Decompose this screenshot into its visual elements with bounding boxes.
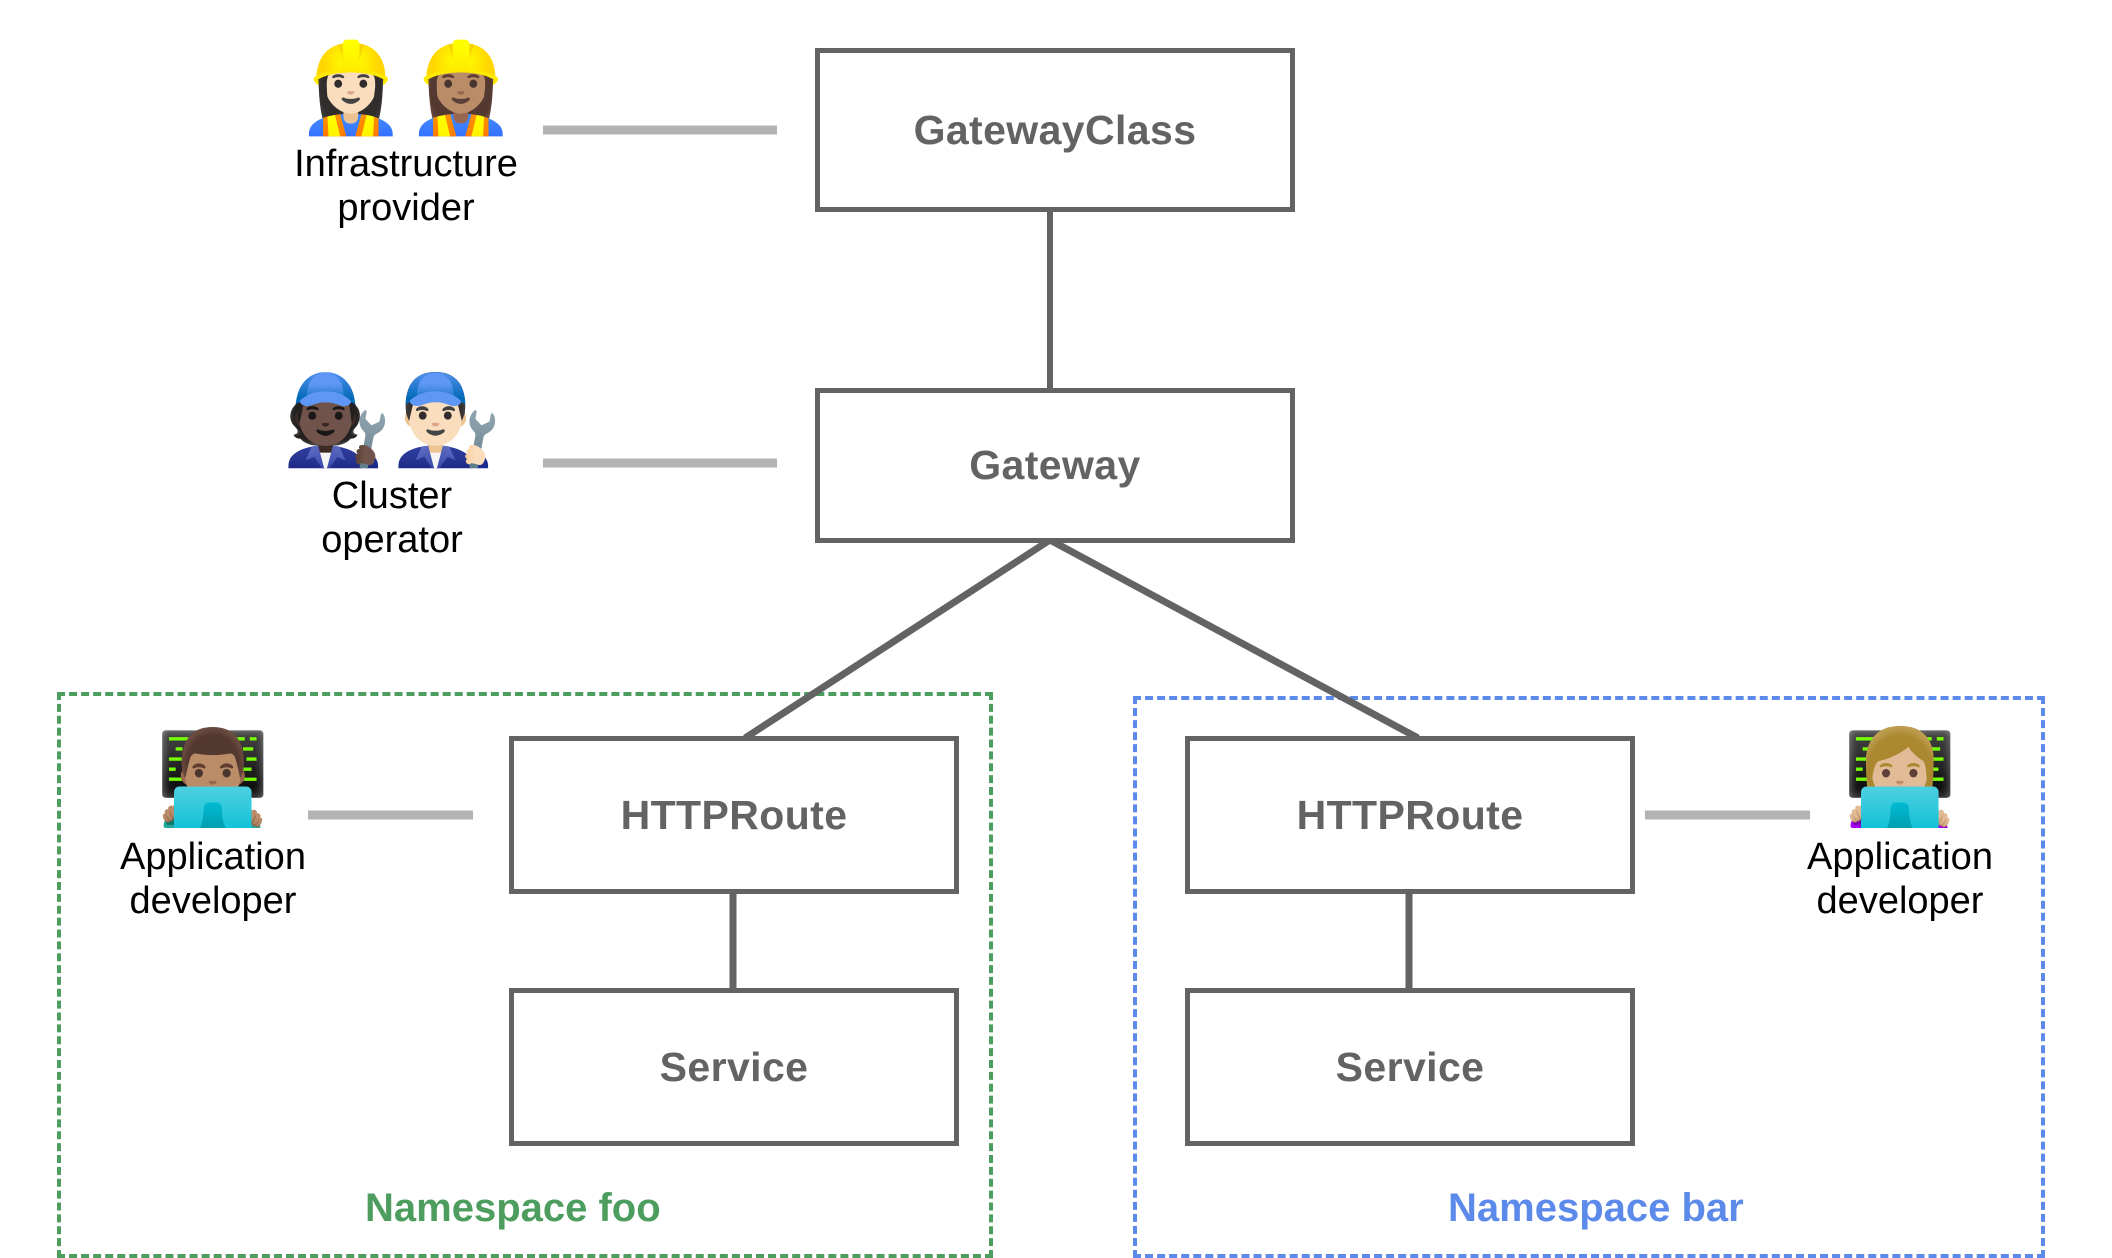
persona-application-developer-foo: 👨🏽‍💻 Application developer	[103, 724, 323, 923]
persona-application-developer-bar-label: Application developer	[1807, 835, 1993, 922]
namespace-bar-boundary	[1133, 696, 2045, 1258]
node-service-foo-label: Service	[659, 1043, 809, 1090]
persona-infrastructure-provider-label: Infrastructure provider	[294, 143, 518, 230]
node-service-foo[interactable]: Service	[509, 988, 959, 1146]
node-gatewayclass[interactable]: GatewayClass	[815, 48, 1295, 212]
persona-cluster-operator-label: Cluster operator	[321, 475, 463, 562]
namespace-foo-label: Namespace foo	[365, 1186, 661, 1230]
node-gatewayclass-label: GatewayClass	[913, 106, 1197, 153]
node-service-bar[interactable]: Service	[1185, 988, 1635, 1146]
persona-application-developer-bar: 👩🏼‍💻 Application developer	[1790, 724, 2010, 923]
technologist-woman-icon: 👩🏼‍💻	[1842, 724, 1958, 831]
persona-application-developer-foo-label: Application developer	[120, 835, 306, 922]
mechanic-icon: 🧑🏿‍🔧👨🏻‍🔧	[282, 368, 502, 471]
node-httproute-foo[interactable]: HTTPRoute	[509, 736, 959, 894]
node-gateway-label: Gateway	[969, 442, 1141, 488]
node-gateway[interactable]: Gateway	[815, 388, 1295, 543]
persona-cluster-operator: 🧑🏿‍🔧👨🏻‍🔧 Cluster operator	[262, 368, 522, 563]
namespace-bar-label: Namespace bar	[1448, 1186, 1744, 1230]
construction-worker-icon: 👷🏻‍♀️👷🏽‍♀️	[296, 36, 516, 139]
node-httproute-bar[interactable]: HTTPRoute	[1185, 736, 1635, 894]
namespace-foo-boundary	[57, 692, 993, 1258]
node-service-bar-label: Service	[1335, 1043, 1485, 1090]
persona-infrastructure-provider: 👷🏻‍♀️👷🏽‍♀️ Infrastructure provider	[276, 36, 536, 231]
node-httproute-foo-label: HTTPRoute	[620, 791, 848, 838]
node-httproute-bar-label: HTTPRoute	[1296, 791, 1524, 838]
technologist-man-icon: 👨🏽‍💻	[155, 724, 271, 831]
